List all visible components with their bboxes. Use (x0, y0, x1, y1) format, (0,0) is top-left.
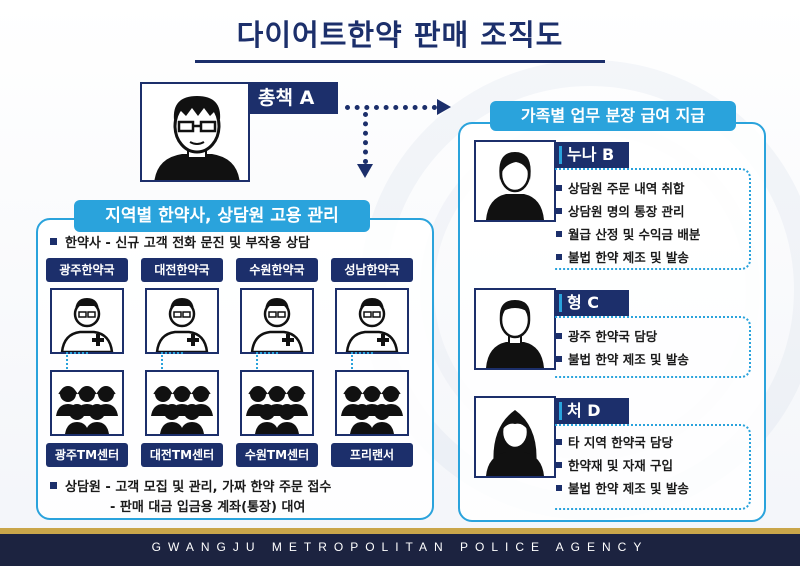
member-d-duty: 타 지역 한약국 담당 (556, 432, 673, 451)
bullet-square-icon (556, 254, 562, 260)
member-d-label: 처 D (555, 398, 629, 424)
page-title: 다이어트한약 판매 조직도 (236, 18, 564, 52)
footer-gold-stripe (0, 528, 800, 534)
tm-label-daejeon: 대전TM센터 (141, 443, 223, 467)
pharmacist-portrait (240, 288, 314, 354)
member-b-duty: 불법 한약 제조 및 발송 (556, 247, 689, 266)
pharmacist-icon (60, 298, 114, 354)
man-glasses-icon (154, 96, 240, 180)
arrow-to-family-dotted (345, 105, 437, 110)
pharmacist-role-bullet: 한약사 - 신규 고객 전화 문진 및 부작용 상담 (50, 232, 310, 251)
regional-panel-header: 지역별 한약사, 상담원 고용 관리 (74, 200, 370, 232)
pharmacist-portrait (335, 288, 409, 354)
pharmacist-icon (250, 298, 304, 354)
pharmacy-label-gwangju: 광주한약국 (46, 258, 128, 282)
duty-text: 월급 산정 및 수익금 배분 (568, 227, 701, 242)
bullet-square-icon (556, 333, 562, 339)
bullet-square-icon (556, 185, 562, 191)
member-c-label: 형 C (555, 290, 629, 316)
call-center-staff (50, 370, 124, 436)
chief-label: 총책 A (250, 82, 338, 114)
member-b-duty: 상담원 명의 통장 관리 (556, 201, 685, 220)
tm-label-freelancer: 프리랜서 (331, 443, 413, 467)
duty-text: 불법 한약 제조 및 발송 (568, 481, 689, 496)
call-center-staff (240, 370, 314, 436)
bullet-square-icon (556, 356, 562, 362)
duty-text: 불법 한약 제조 및 발송 (568, 250, 689, 265)
man-short-hair-icon (486, 300, 544, 368)
duty-text: 한약재 및 자재 구입 (568, 458, 674, 473)
title-underline (195, 60, 605, 63)
member-b-label: 누나 B (555, 142, 629, 168)
woman-short-hair-icon (486, 152, 544, 220)
headset-operators-icon (56, 386, 118, 434)
bullet-square-icon (556, 485, 562, 491)
arrow-to-regional-dotted (363, 112, 368, 164)
pharmacist-role-text: 한약사 - 신규 고객 전화 문진 및 부작용 상담 (65, 236, 310, 251)
member-b-portrait (474, 140, 556, 222)
tm-label-gwangju: 광주TM센터 (46, 443, 128, 467)
member-c-duty: 불법 한약 제조 및 발송 (556, 349, 689, 368)
tm-label-suwon: 수원TM센터 (236, 443, 318, 467)
headset-operators-icon (151, 386, 213, 434)
pharmacist-portrait (145, 288, 219, 354)
bullet-square-icon (50, 482, 57, 489)
member-b-duty: 월급 산정 및 수익금 배분 (556, 224, 700, 243)
headset-operators-icon (341, 386, 403, 434)
bullet-square-icon (556, 231, 562, 237)
arrow-down-icon (357, 164, 373, 178)
call-center-staff (335, 370, 409, 436)
chief-portrait (140, 82, 250, 182)
family-panel-header: 가족별 업무 분장 급여 지급 (490, 101, 736, 131)
footer-bar (0, 534, 800, 566)
member-d-duty: 불법 한약 제조 및 발송 (556, 478, 689, 497)
arrow-right-icon (437, 99, 451, 115)
bullet-square-icon (556, 439, 562, 445)
duty-text: 상담원 주문 내역 취합 (568, 181, 685, 196)
pharmacist-icon (155, 298, 209, 354)
bullet-square-icon (556, 462, 562, 468)
member-b-duties-frame (555, 168, 751, 270)
pharmacist-portrait (50, 288, 124, 354)
bullet-square-icon (556, 208, 562, 214)
call-center-staff (145, 370, 219, 436)
member-d-duties-frame (555, 424, 751, 510)
member-d-portrait (474, 396, 556, 478)
member-c-duty: 광주 한약국 담당 (556, 326, 657, 345)
footer-agency-name: GWANGJU METROPOLITAN POLICE AGENCY (151, 540, 649, 554)
duty-text: 상담원 명의 통장 관리 (568, 204, 685, 219)
member-c-portrait (474, 288, 556, 370)
pharmacy-label-daejeon: 대전한약국 (141, 258, 223, 282)
pharmacy-label-suwon: 수원한약국 (236, 258, 318, 282)
woman-long-hair-icon (486, 410, 544, 476)
bullet-square-icon (50, 238, 57, 245)
pharmacy-label-seongnam: 성남한약국 (331, 258, 413, 282)
counselor-role-continued: - 판매 대금 입금용 계좌(통장) 대여 (110, 500, 306, 515)
counselor-role-bullet: 상담원 - 고객 모집 및 관리, 가짜 한약 주문 접수 (50, 476, 331, 495)
pharmacist-icon (345, 298, 399, 354)
member-c-duties-frame (555, 316, 751, 378)
member-d-duty: 한약재 및 자재 구입 (556, 455, 673, 474)
duty-text: 타 지역 한약국 담당 (568, 435, 674, 450)
member-b-duty: 상담원 주문 내역 취합 (556, 178, 685, 197)
headset-operators-icon (246, 386, 308, 434)
duty-text: 불법 한약 제조 및 발송 (568, 352, 689, 367)
counselor-role-text: 상담원 - 고객 모집 및 관리, 가짜 한약 주문 접수 (65, 480, 332, 495)
duty-text: 광주 한약국 담당 (568, 329, 658, 344)
